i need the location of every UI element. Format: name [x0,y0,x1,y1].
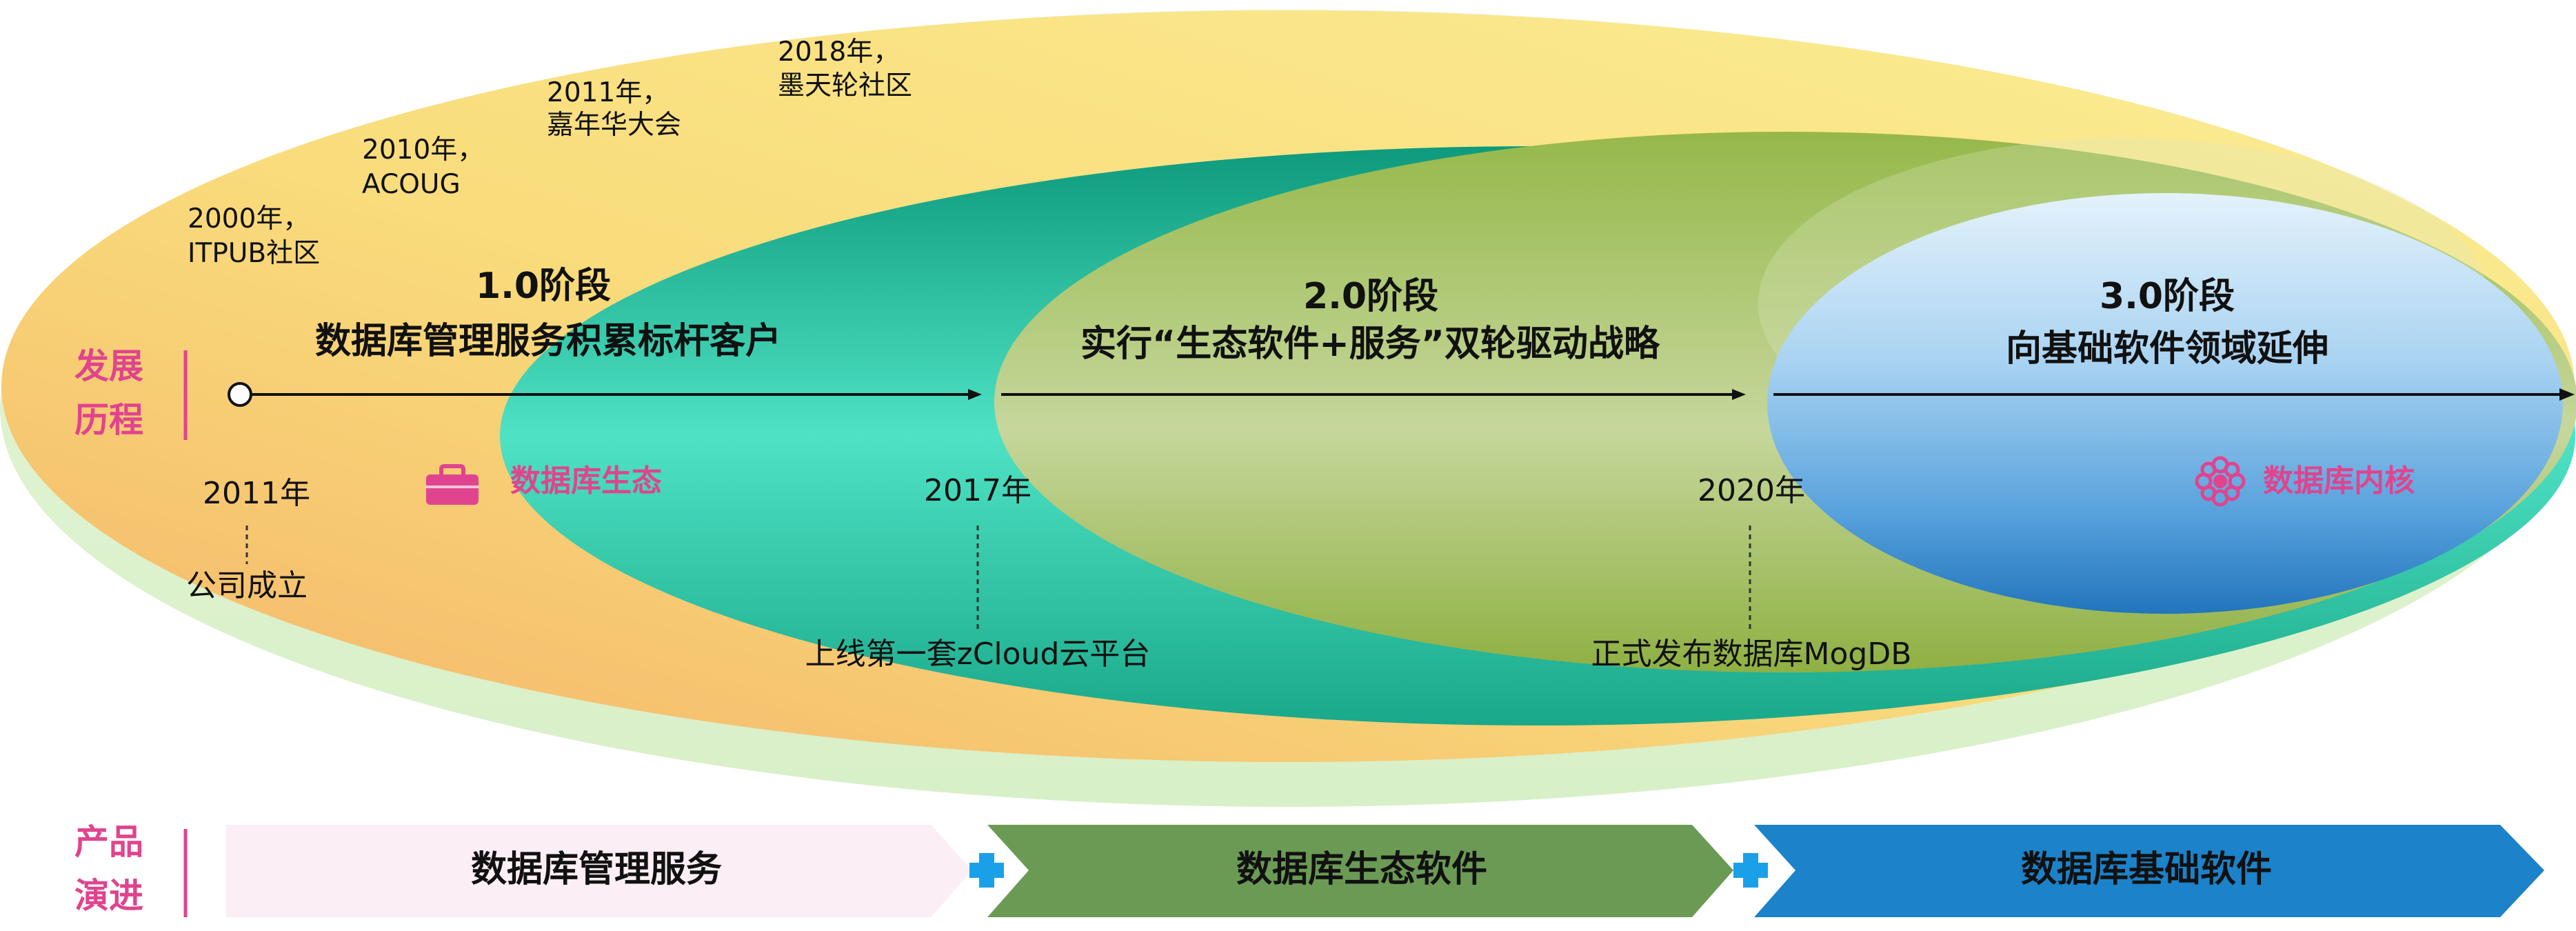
timeline-event: 正式发布数据库MogDB [1591,637,1912,672]
product-side-label: 产品 演进 [74,822,188,917]
milestone-name: ACOUG [362,169,461,200]
timeline-point: 2011年 公司成立 [186,476,310,603]
product-label: 数据库生态软件 [1236,849,1487,890]
timeline-point: 2020年 正式发布数据库MogDB [1591,473,1912,672]
milestone-item: 2000年， ITPUB社区 [188,203,320,269]
stage-subtitle: 数据库管理服务积累标杆客户 [315,321,781,362]
briefcase-icon [426,464,479,505]
plus-icon [1733,853,1768,888]
flower-icon [2195,456,2246,507]
timeline-arrow-head [1732,389,1746,400]
product-arrow-shape [1754,825,2544,917]
ecosystem-tag-label: 数据库生态 [510,463,662,499]
milestone-name: ITPUB社区 [188,238,320,269]
product-label-line: 产品 [74,822,143,862]
milestone-year: 2018年， [778,37,900,68]
stage-1: 1.0阶段 数据库管理服务积累标杆客户 [315,266,781,362]
product-evolution: 数据库管理服务 数据库生态软件 数据库基础软件 [226,825,2544,917]
stage-subtitle: 实行“生态软件+服务”双轮驱动战略 [1080,323,1660,365]
history-side-label: 发展 历程 [74,346,188,440]
plus-icon [969,853,1004,888]
stage-subtitle: 向基础软件领域延伸 [2006,328,2328,370]
milestone-year: 2000年， [188,203,310,234]
timeline-year: 2020年 [1698,473,1805,508]
timeline-year: 2011年 [203,476,310,511]
milestones: 2000年， ITPUB社区 2010年， ACOUG 2011年， 嘉年华大会… [188,37,912,269]
timeline-points: 2011年 公司成立 2017年 上线第一套zCloud云平台 2020年 正式… [186,473,1911,672]
stage3-ellipse-blue [1767,193,2563,614]
stage-title: 3.0阶段 [2100,276,2235,317]
timeline-arrow-head [968,389,982,400]
history-label-line: 发展 [74,346,143,386]
product-arrow-shape [987,825,1733,917]
timeline-event: 公司成立 [186,568,308,603]
timeline-axis [228,382,2575,407]
stage-2: 2.0阶段 实行“生态软件+服务”双轮驱动战略 [1080,276,1660,365]
milestone-year: 2011年， [547,77,669,108]
product-arrow-shape [226,825,972,917]
product-step: 数据库基础软件 [1754,825,2544,917]
product-step: 数据库管理服务 [226,825,972,917]
product-step: 数据库生态软件 [987,825,1733,917]
product-label: 数据库管理服务 [471,849,722,890]
timeline-year: 2017年 [924,473,1032,508]
ecosystem-tag: 数据库生态 [426,463,662,505]
timeline-event: 上线第一套zCloud云平台 [805,637,1151,672]
product-label: 数据库基础软件 [2021,849,2272,890]
stage-titles: 1.0阶段 数据库管理服务积累标杆客户 2.0阶段 实行“生态软件+服务”双轮驱… [315,266,2328,370]
timeline-point: 2017年 上线第一套zCloud云平台 [805,473,1151,672]
timeline-start-dot [228,382,252,407]
stage-title: 2.0阶段 [1303,276,1438,317]
milestone-name: 墨天轮社区 [778,70,912,101]
product-label-line: 演进 [74,876,143,916]
timeline-arrow-head [2559,388,2575,401]
stage-3: 3.0阶段 向基础软件领域延伸 [2006,276,2328,370]
milestone-name: 嘉年华大会 [547,110,681,141]
milestone-item: 2011年， 嘉年华大会 [547,77,681,141]
history-label-line: 历程 [74,400,143,440]
milestone-item: 2018年， 墨天轮社区 [778,37,912,101]
milestone-year: 2010年， [362,134,484,166]
milestone-item: 2010年， ACOUG [362,134,484,200]
stage-title: 1.0阶段 [476,266,611,307]
kernel-tag: 数据库内核 [2195,456,2415,507]
background-ellipses [0,10,2576,807]
kernel-tag-label: 数据库内核 [2263,463,2415,499]
